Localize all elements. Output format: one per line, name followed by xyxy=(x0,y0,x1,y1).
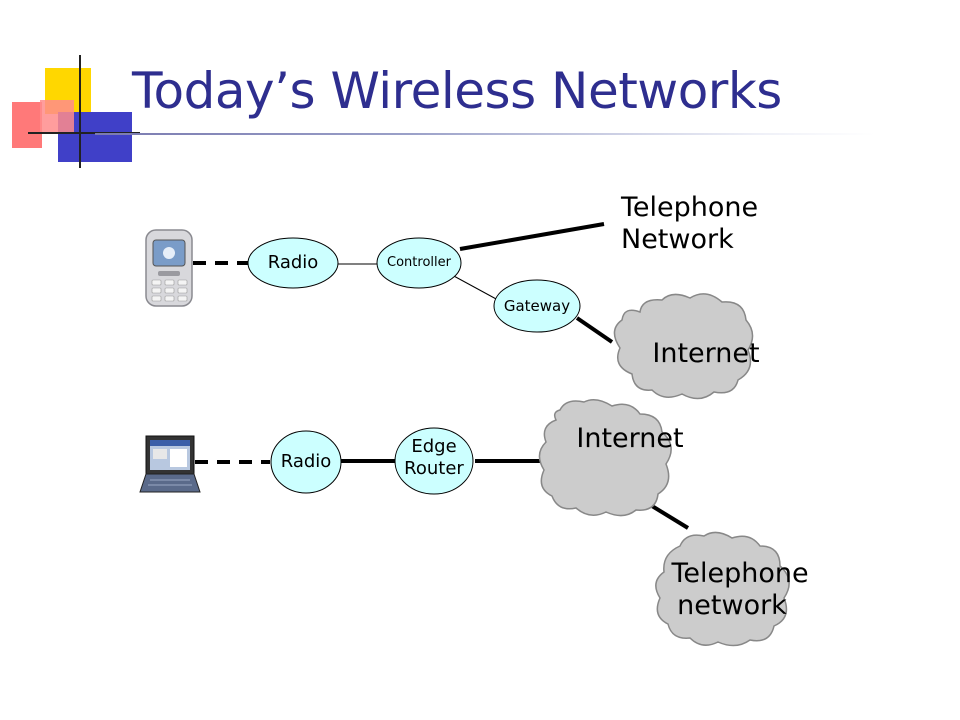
edge-router-line2: Router xyxy=(404,457,464,479)
controller-node xyxy=(376,237,462,289)
wifi-radio-node xyxy=(270,430,342,494)
wifi-telephone-cloud-icon xyxy=(655,531,790,647)
cellphone-icon xyxy=(145,229,193,307)
wifi-telephone-line2: network xyxy=(677,590,787,622)
edge-router-label: Edge Router xyxy=(384,436,484,479)
internet-to-telephone-link xyxy=(650,504,690,530)
cellular-internet-cloud-icon xyxy=(613,293,754,400)
slide-title: Today’s Wireless Networks xyxy=(132,62,782,120)
cellular-radio-label: Radio xyxy=(267,252,319,273)
cellular-radio-node xyxy=(247,237,339,289)
wifi-telephone-line1: Telephone xyxy=(671,558,809,589)
gateway-label: Gateway xyxy=(503,297,571,315)
controller-to-gateway-link xyxy=(451,274,499,301)
laptop-icon xyxy=(139,435,201,493)
controller-label: Controller xyxy=(387,255,451,270)
gateway-node xyxy=(493,279,581,333)
telephone-network-line1: Telephone xyxy=(621,192,759,223)
controller-to-telephone-link xyxy=(459,222,605,251)
gateway-to-internet-link xyxy=(575,316,614,344)
wifi-internet-label: Internet xyxy=(576,423,684,454)
wifi-telephone-network-label: Telephone network xyxy=(655,558,825,623)
telephone-network-label: Telephone Network xyxy=(621,192,758,257)
logo-red-square xyxy=(12,102,42,148)
logo-pink-square xyxy=(40,100,74,134)
wifi-internet-cloud-icon xyxy=(538,399,672,517)
title-underline xyxy=(95,133,875,135)
edge-router-node xyxy=(394,427,474,495)
wifi-radio-label: Radio xyxy=(280,451,332,472)
edge-router-line1: Edge xyxy=(411,436,457,457)
telephone-network-line2: Network xyxy=(621,224,734,256)
cellular-internet-label: Internet xyxy=(652,338,760,369)
